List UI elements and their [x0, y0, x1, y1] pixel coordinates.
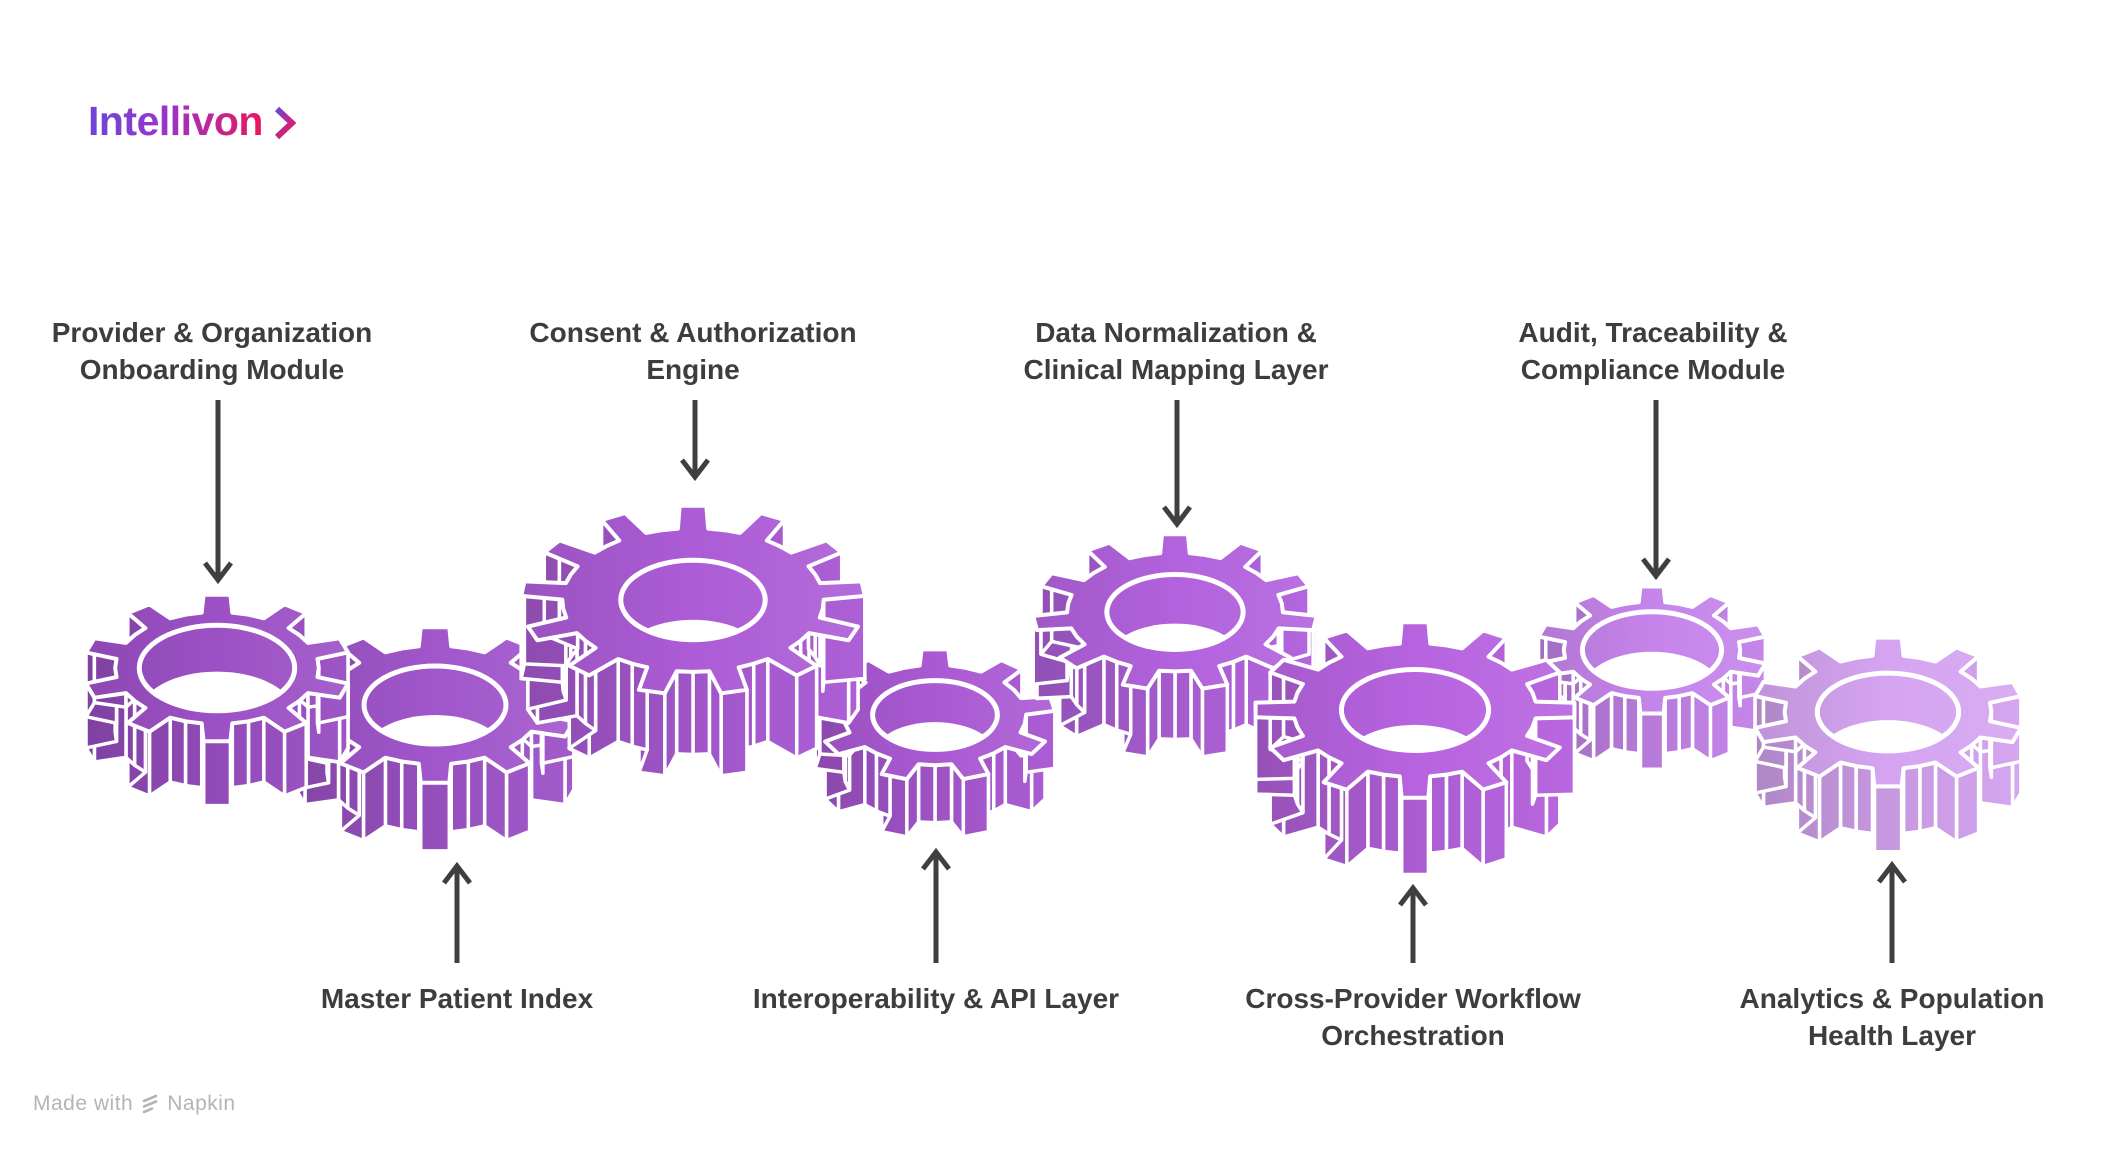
- brand-logo: Intellivon: [88, 98, 297, 145]
- gear-provider-organization-onboarding-module: [84, 592, 350, 808]
- gear-cross-provider-workflow-orchestration: [1253, 620, 1577, 877]
- arrow-cross-provider-workflow-orchestration: [1398, 883, 1428, 963]
- label-line: Clinical Mapping Layer: [1023, 354, 1329, 385]
- gear-audit-traceability-compliance-module: [1536, 584, 1768, 772]
- arrow-data-normalization-clinical-mapping-layer: [1162, 400, 1192, 529]
- module-label-cross-provider-workflow: Cross-Provider Workflow Orchestration: [1245, 980, 1581, 1054]
- napkin-icon: [142, 1094, 158, 1114]
- gear-data-normalization-clinical-mapping-layer: [1031, 532, 1319, 759]
- arrow-consent-authorization-engine: [680, 400, 710, 482]
- chevron-right-icon: [274, 106, 297, 140]
- module-label-data-normalization-clinical-mapping: Data Normalization & Clinical Mapping La…: [1024, 314, 1329, 388]
- module-label-audit-traceability-compliance: Audit, Traceability & Compliance Module: [1518, 314, 1787, 388]
- gear-consent-authorization-engine: [519, 503, 867, 778]
- label-line: Cross-Provider Workflow: [1245, 983, 1581, 1014]
- label-line: Audit, Traceability &: [1518, 317, 1788, 348]
- arrow-provider-organization-onboarding-module: [203, 400, 233, 585]
- label-line: Consent & Authorization: [529, 317, 857, 348]
- gear-interoperability-api-layer: [813, 647, 1057, 839]
- label-line: Onboarding Module: [79, 354, 345, 385]
- napkin-brand-text: Napkin: [167, 1092, 236, 1115]
- attribution-footer: Made with Napkin: [33, 1092, 236, 1116]
- arrow-analytics-population-health-layer: [1877, 860, 1907, 963]
- label-line: Provider & Organization: [51, 317, 373, 348]
- label-line: Orchestration: [1321, 1020, 1505, 1051]
- module-label-consent-authorization-engine: Consent & Authorization Engine: [529, 314, 856, 388]
- label-line: Compliance Module: [1520, 354, 1786, 385]
- module-label-master-patient-index: Master Patient Index: [321, 980, 593, 1017]
- label-line: Engine: [646, 354, 740, 385]
- label-line: Master Patient Index: [320, 983, 594, 1014]
- label-line: Interoperability & API Layer: [752, 983, 1120, 1014]
- module-label-interoperability-api-layer: Interoperability & API Layer: [753, 980, 1119, 1017]
- arrow-interoperability-api-layer: [921, 847, 951, 963]
- gear-analytics-population-health-layer: [1753, 635, 2023, 854]
- label-line: Data Normalization &: [1035, 317, 1317, 348]
- label-line: Analytics & Population: [1739, 983, 2045, 1014]
- brand-name: Intellivon: [88, 98, 263, 144]
- made-with-text: Made with: [33, 1092, 134, 1115]
- arrow-master-patient-index: [442, 861, 472, 963]
- module-label-analytics-population-health: Analytics & Population Health Layer: [1740, 980, 2045, 1054]
- module-label-provider-organization-onboarding: Provider & Organization Onboarding Modul…: [52, 314, 373, 388]
- arrow-audit-traceability-compliance-module: [1641, 400, 1671, 581]
- label-line: Health Layer: [1807, 1020, 1977, 1051]
